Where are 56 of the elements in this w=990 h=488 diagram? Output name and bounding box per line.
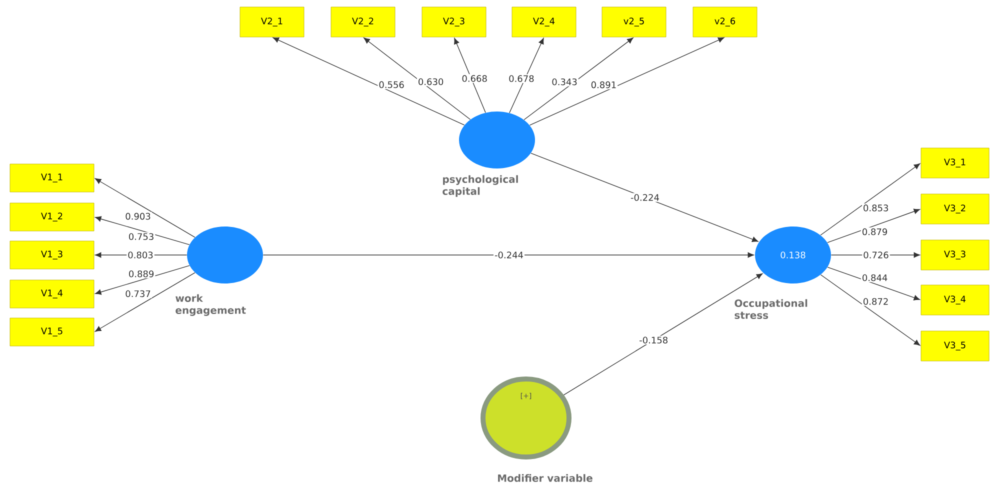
indicator-box: V2_3 (422, 6, 486, 38)
arrow (364, 38, 471, 120)
edge-label: 0.737 (124, 289, 152, 298)
indicator-box: V2_1 (240, 6, 304, 38)
indicator-box: V2_4 (512, 6, 576, 38)
edge-label: 0.726 (862, 250, 890, 260)
arrow (95, 216, 190, 245)
edge-label: 0.853 (862, 204, 890, 212)
arrow (820, 274, 920, 346)
edge-label: -0.158 (638, 336, 670, 344)
indicator-box: V1_5 (10, 318, 94, 346)
edge-label: 0.343 (550, 77, 578, 86)
arrow (262, 252, 754, 258)
edge-label: -0.224 (630, 193, 661, 202)
variable-name: psychological capital (442, 175, 518, 197)
arrow (454, 38, 486, 113)
edge-label: 0.903 (124, 212, 152, 221)
edge-label: 0.753 (127, 232, 156, 241)
indicator-box: v2_6 (692, 6, 758, 38)
arrow (827, 266, 920, 300)
edge-label: 0.889 (127, 269, 156, 278)
arrow (272, 37, 465, 126)
indicator-box: V3_2 (920, 194, 990, 224)
indicator-box: V3_3 (920, 240, 990, 270)
edge-label: 0.872 (862, 297, 890, 306)
variable-name: Occupational stress (734, 299, 808, 319)
arrow (563, 273, 763, 396)
indicator-box: V2_2 (330, 6, 396, 38)
arrow (95, 265, 190, 295)
edge-label: 0.556 (378, 80, 406, 90)
indicator-box: V3_4 (920, 284, 990, 316)
indicator-box: v2_5 (602, 6, 666, 38)
arrow (827, 208, 920, 243)
arrow (530, 152, 758, 242)
arrow (820, 163, 920, 236)
edge-label: 0.844 (860, 273, 889, 282)
variable-name: Modifier variable (498, 474, 592, 482)
indicator-box: V3_5 (920, 330, 990, 362)
indicator-box: V1_1 (10, 164, 94, 192)
edge-label: -0.244 (494, 250, 525, 260)
arrow (524, 38, 634, 120)
arrow (529, 37, 724, 126)
indicator-box: V1_3 (10, 240, 94, 270)
edge-label: 0.803 (126, 250, 154, 260)
edge-label: 0.879 (860, 227, 889, 236)
arrow (94, 178, 196, 238)
indicator-box: V1_2 (10, 202, 94, 232)
edge-label: 0.678 (508, 74, 536, 84)
arrow (94, 272, 196, 332)
edge-label: 0.668 (460, 74, 488, 83)
variable-name: work engagement (176, 294, 246, 316)
arrow (509, 38, 544, 114)
indicator-box: V1_4 (10, 280, 94, 308)
edge-label: 0.891 (590, 80, 618, 90)
edge-label: 0.630 (416, 77, 445, 86)
indicator-box: V3_1 (920, 148, 990, 178)
